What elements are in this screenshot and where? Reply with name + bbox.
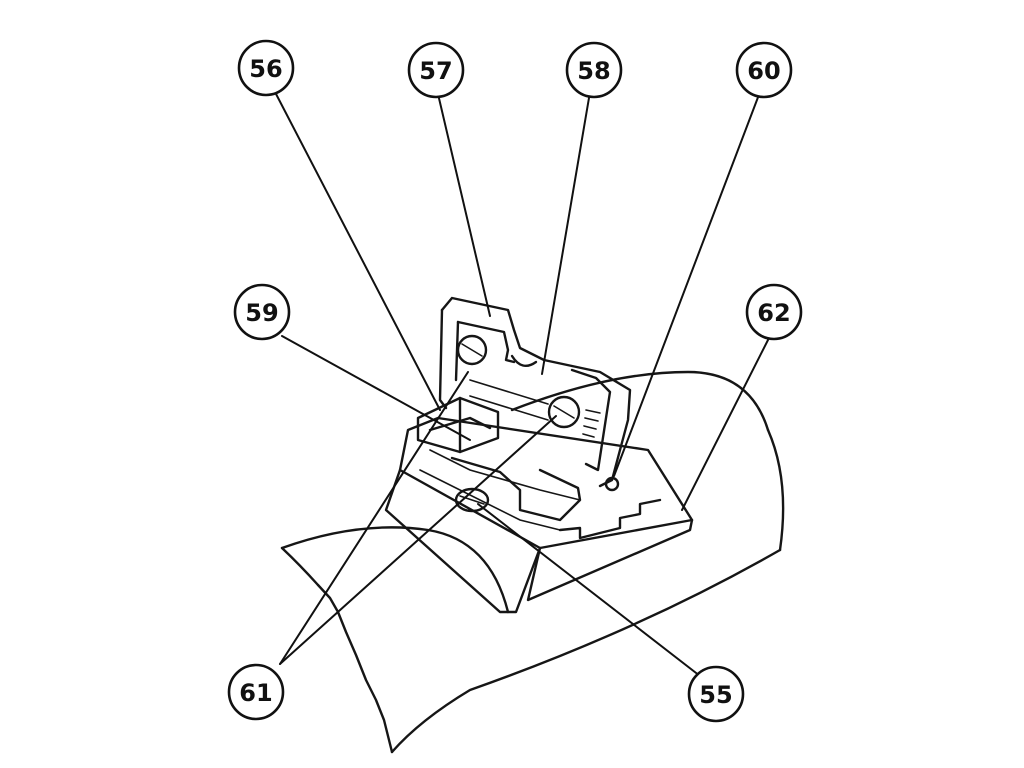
leader-60 [613, 91, 761, 477]
leader-61-b [279, 415, 557, 665]
callout-55-label: 55 [699, 681, 732, 709]
leader-55 [477, 503, 701, 677]
callout-59-label: 59 [245, 299, 278, 327]
callout-61-label: 61 [239, 679, 272, 707]
callout-60: 60 [735, 41, 793, 99]
callout-55: 55 [687, 665, 745, 723]
callout-56-label: 56 [249, 55, 282, 83]
leader-59 [281, 335, 471, 441]
leader-lines [274, 91, 771, 677]
callout-61: 61 [227, 663, 285, 721]
callout-57: 57 [407, 41, 465, 99]
callout-58-label: 58 [577, 57, 610, 85]
leader-56 [274, 91, 441, 411]
callout-59: 59 [233, 283, 291, 341]
callout-62-label: 62 [757, 299, 790, 327]
callout-56: 56 [237, 39, 295, 97]
callout-60-label: 60 [747, 57, 780, 85]
leader-58 [541, 91, 591, 375]
sight-leaf-frame [438, 296, 632, 492]
leader-61-a [279, 371, 469, 665]
callout-57-label: 57 [419, 57, 452, 85]
leader-62 [681, 335, 771, 511]
callout-58: 58 [565, 41, 623, 99]
leader-57 [437, 93, 491, 317]
callout-62: 62 [745, 283, 803, 341]
